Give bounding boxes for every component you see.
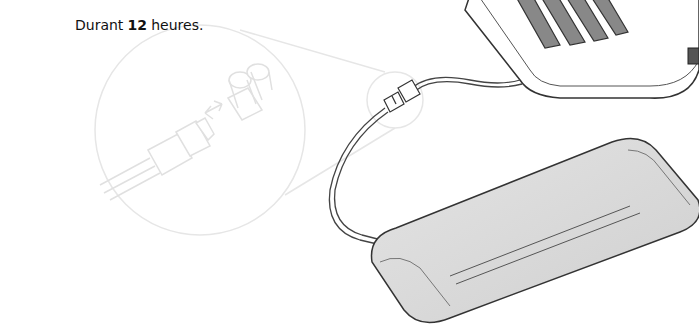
- duration-number: 12: [128, 17, 147, 33]
- connector-detail: [100, 64, 272, 200]
- cable-connector: [384, 80, 420, 112]
- magnifier-circle: [95, 25, 423, 235]
- battery-pack: [372, 138, 699, 322]
- instruction-text: Durant 12heures.: [75, 17, 203, 33]
- instruction-word: Durant: [75, 17, 123, 33]
- instruction-word: heures.: [151, 17, 203, 33]
